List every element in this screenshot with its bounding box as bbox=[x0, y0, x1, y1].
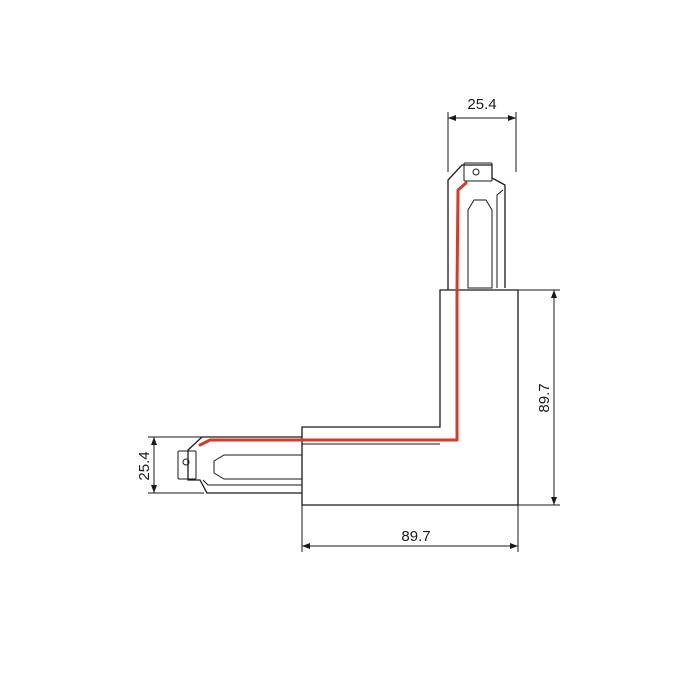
dimension-top-width: 25.4 bbox=[447, 96, 517, 172]
dimension-label-top-width: 25.4 bbox=[467, 96, 496, 113]
dimension-label-right-height: 89.7 bbox=[536, 383, 553, 412]
dimension-left-height: 25.4 bbox=[136, 436, 204, 494]
left-track-socket bbox=[177, 436, 303, 494]
red-conductor-wire bbox=[198, 181, 468, 447]
dimension-bottom-width: 89.7 bbox=[301, 505, 519, 552]
dimension-right-height: 89.7 bbox=[518, 289, 560, 506]
dimension-label-left-height: 25.4 bbox=[136, 451, 153, 480]
top-track-socket bbox=[447, 162, 506, 290]
connector-body bbox=[301, 289, 519, 506]
dimension-label-bottom-width: 89.7 bbox=[401, 528, 430, 545]
